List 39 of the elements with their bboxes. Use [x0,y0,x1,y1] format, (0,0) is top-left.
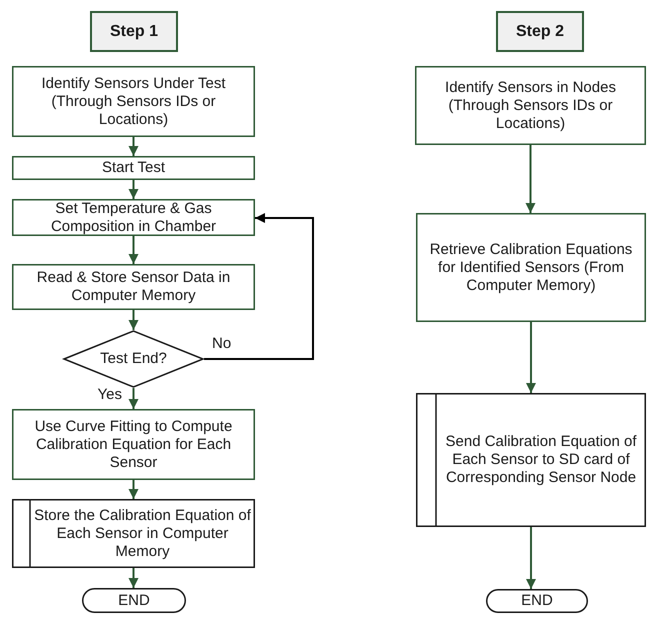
process-box [415,66,646,145]
step-text: Set Temperature & Gas Composition in Chamber [50,200,218,236]
arrow [526,527,536,589]
step-text: Retrieve Calibration Equations for Identified Sensors (From Computer Memory) [428,240,634,294]
predefined-process-box [416,393,646,527]
step-text: Use Curve Fitting to Compute Calibration Equation for Each Sensor [34,418,234,472]
process-box [12,264,255,310]
arrow [526,322,536,393]
arrow [128,236,138,264]
step-title: Step 2 [516,22,564,42]
terminal-box [82,588,186,613]
arrow [526,145,536,213]
process-box [12,66,255,137]
process-box [12,199,255,236]
terminal-box [486,589,588,613]
step-title: Step 1 [110,22,158,42]
step-header-box [496,11,584,52]
step-text: Store the Calibration Equation of Each Sensor in Computer Memory [34,506,251,560]
step-text: END [118,592,150,610]
process-box [12,409,255,480]
arrow [128,480,138,499]
arrow [128,568,138,588]
process-box [416,213,646,322]
step-text: Test End? [100,350,167,368]
decision-diamond [63,330,204,388]
step-text: Send Calibration Equation of Each Sensor to SD card of Corresponding Sensor Node [444,433,638,487]
step-text: Identify Sensors in Nodes (Through Sensors IDs or Locations) [444,78,617,132]
arrow [128,310,138,330]
step-text: END [521,592,553,610]
arrow [128,180,138,199]
step-header-box [90,11,178,52]
arrow [128,137,138,156]
arrow [128,388,138,409]
predefined-process-box [12,499,255,568]
step-text: Read & Store Sensor Data in Computer Memory [36,269,232,305]
step-text: Identify Sensors Under Test (Through Sensors IDs or Locations) [40,74,226,128]
arrow [204,213,314,360]
process-box [12,156,255,180]
step-text: Start Test [102,159,166,177]
